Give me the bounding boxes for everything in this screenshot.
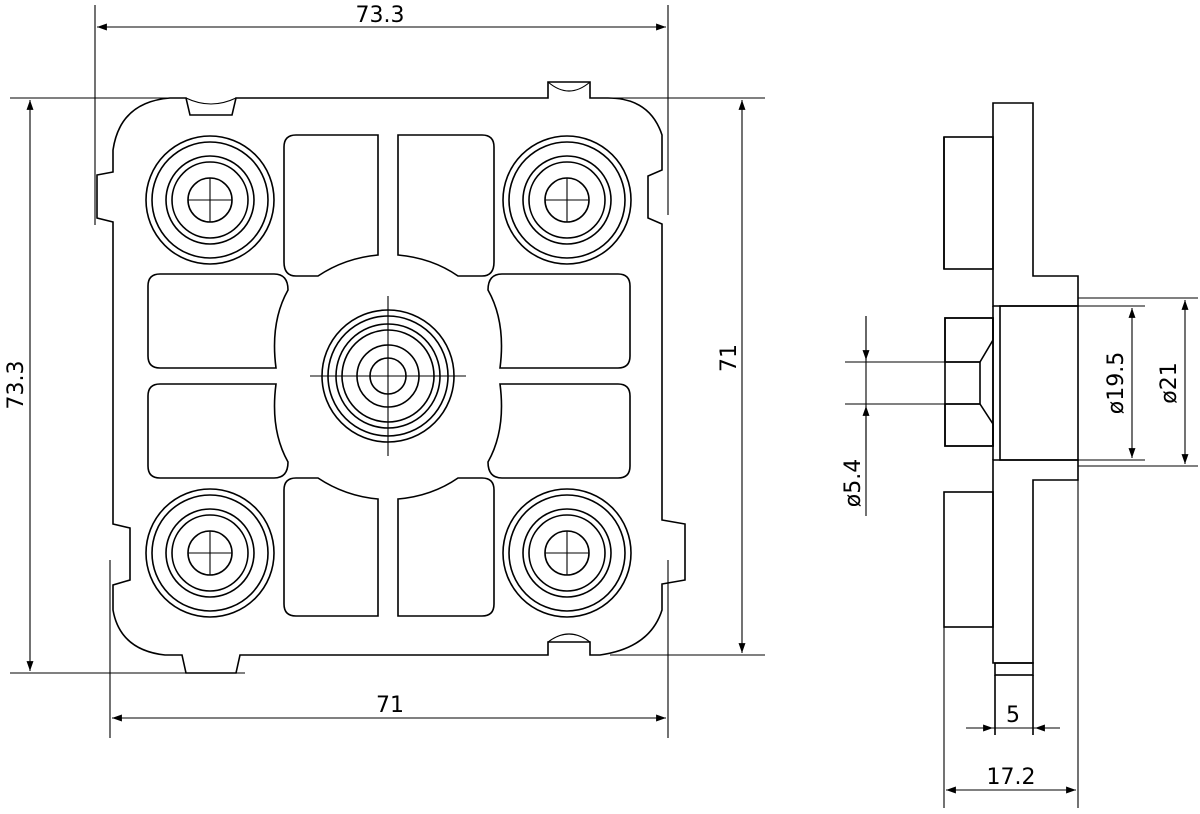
dim-label-bore: ø5.4 bbox=[841, 459, 866, 507]
plate-section-upper bbox=[992, 102, 1079, 307]
plate-section-lower bbox=[992, 459, 1079, 664]
side-view: ø5.4 ø19.5 ø21 5 17.2 bbox=[841, 102, 1198, 808]
pockets bbox=[147, 134, 631, 617]
dim-label-depth: 17.2 bbox=[987, 765, 1036, 790]
dim-label-outer-diameter: ø21 bbox=[1157, 362, 1182, 403]
dim-label-thickness: 5 bbox=[1006, 703, 1020, 728]
dim-label-top-width: 73.3 bbox=[356, 3, 405, 28]
extension-lines bbox=[10, 5, 765, 738]
dim-label-inner-diameter: ø19.5 bbox=[1104, 352, 1129, 414]
dim-label-right-height: 71 bbox=[717, 344, 742, 372]
side-extension-lines bbox=[845, 297, 1198, 808]
bushing-section bbox=[944, 317, 994, 447]
bottom-web bbox=[994, 662, 1034, 735]
front-view: 73.3 73.3 71 71 bbox=[4, 3, 765, 738]
corner-boss-bottom-right bbox=[502, 488, 632, 618]
side-left-features bbox=[943, 136, 994, 628]
plate-outline bbox=[96, 81, 686, 674]
corner-boss-top-left bbox=[145, 135, 275, 265]
center-boss bbox=[310, 296, 466, 456]
corner-boss-bottom-left bbox=[145, 488, 275, 618]
corner-boss-top-right bbox=[502, 135, 632, 265]
dim-label-left-height: 73.3 bbox=[4, 361, 29, 410]
dim-label-bottom-width: 71 bbox=[376, 693, 404, 718]
hub-bore bbox=[992, 305, 1079, 461]
